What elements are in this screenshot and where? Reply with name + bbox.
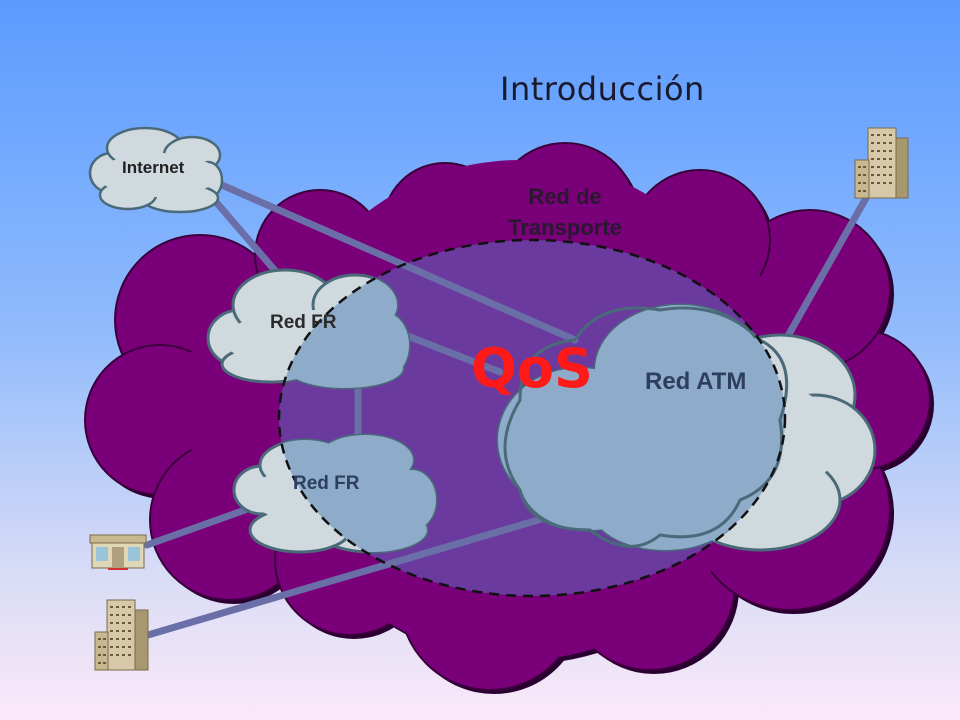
- link-internet-atm: [211, 178, 579, 344]
- transport-network-label: Red de Transporte: [508, 184, 622, 240]
- link-building-atm-bottom: [144, 511, 559, 639]
- qos-boundary: [277, 238, 787, 598]
- qos-label: QoS: [471, 337, 593, 400]
- link-fr-atm: [401, 331, 504, 376]
- link-store-fr: [143, 506, 249, 549]
- network-links: [143, 178, 870, 639]
- office-building-icon: [854, 127, 909, 199]
- fr-network-label-1: Red FR: [270, 312, 337, 333]
- fr-network-label-2: Red FR: [293, 473, 360, 494]
- slide-title: Introducción: [500, 70, 705, 108]
- link-building-atm: [776, 194, 870, 354]
- atm-inner-cloud: [503, 306, 789, 548]
- internet-cloud: [88, 126, 224, 214]
- storefront-icon: [89, 534, 147, 570]
- internet-label: Internet: [122, 158, 185, 177]
- office-building-icon: [94, 599, 149, 671]
- atm-network-label: Red ATM: [645, 368, 747, 395]
